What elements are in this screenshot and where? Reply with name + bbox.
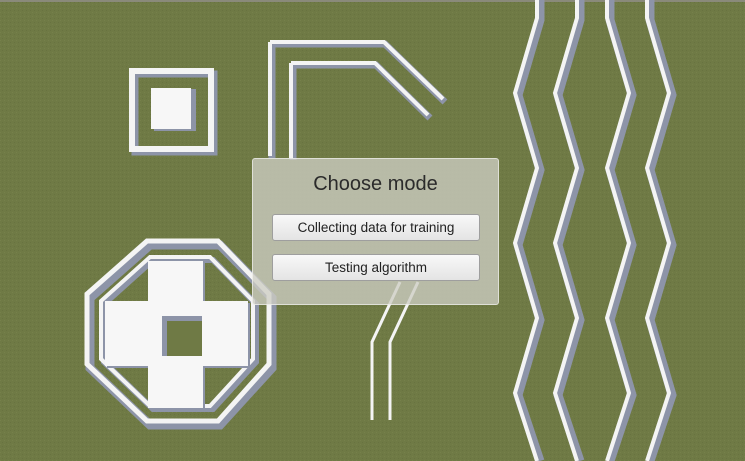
zigzag-walls [512,0,677,461]
square-frame-obstacle [129,68,218,156]
cross-obstacle [105,261,250,410]
collect-data-button[interactable]: Collecting data for training [272,214,480,241]
top-edge [0,0,745,2]
test-algorithm-button[interactable]: Testing algorithm [272,254,480,281]
l-track-walls [268,40,448,160]
mode-select-panel: Choose mode Collecting data for training… [252,158,499,305]
panel-title: Choose mode [313,173,438,195]
octagon-obstacle [84,238,277,430]
